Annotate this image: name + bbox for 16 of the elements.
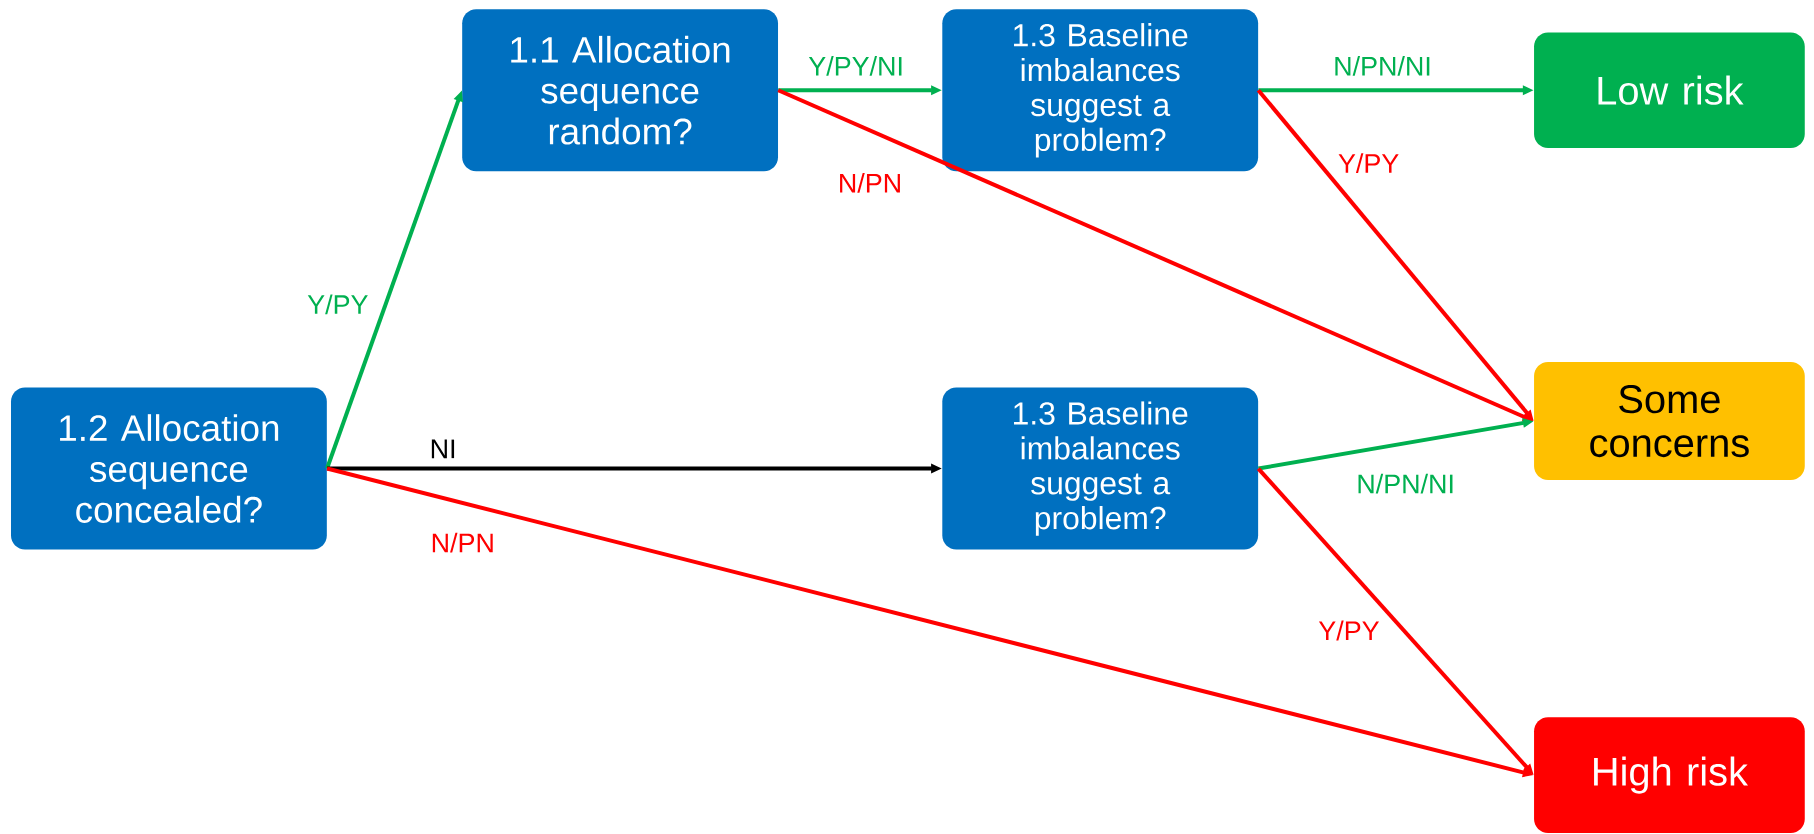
edge-label: N/PN/NI — [1358, 473, 1453, 494]
result-box: High risk — [1534, 717, 1805, 833]
edge-label: Y/PY — [307, 294, 368, 315]
result-box: Some concerns — [1534, 362, 1805, 481]
question-box: 1.1 Allocation sequence random? — [462, 9, 778, 172]
edge-label: Y/PY/NI — [808, 56, 902, 76]
edge-label: Y/PY — [1318, 620, 1379, 641]
edge-label: N/PN/NI — [1335, 56, 1430, 76]
result-box: Low risk — [1534, 32, 1805, 149]
edge-label: Y/PY — [1338, 153, 1399, 173]
question-box: 1.2 Allocation sequence concealed? — [11, 387, 327, 550]
edge-label: N/PN — [432, 532, 493, 553]
question-box: 1.3 Baseline imbalances suggest a problem? — [942, 9, 1259, 172]
edge-label: N/PN — [840, 172, 900, 193]
question-box: 1.3 Baseline imbalances suggest a problem? — [942, 387, 1259, 550]
edge-label: NI — [431, 439, 455, 459]
